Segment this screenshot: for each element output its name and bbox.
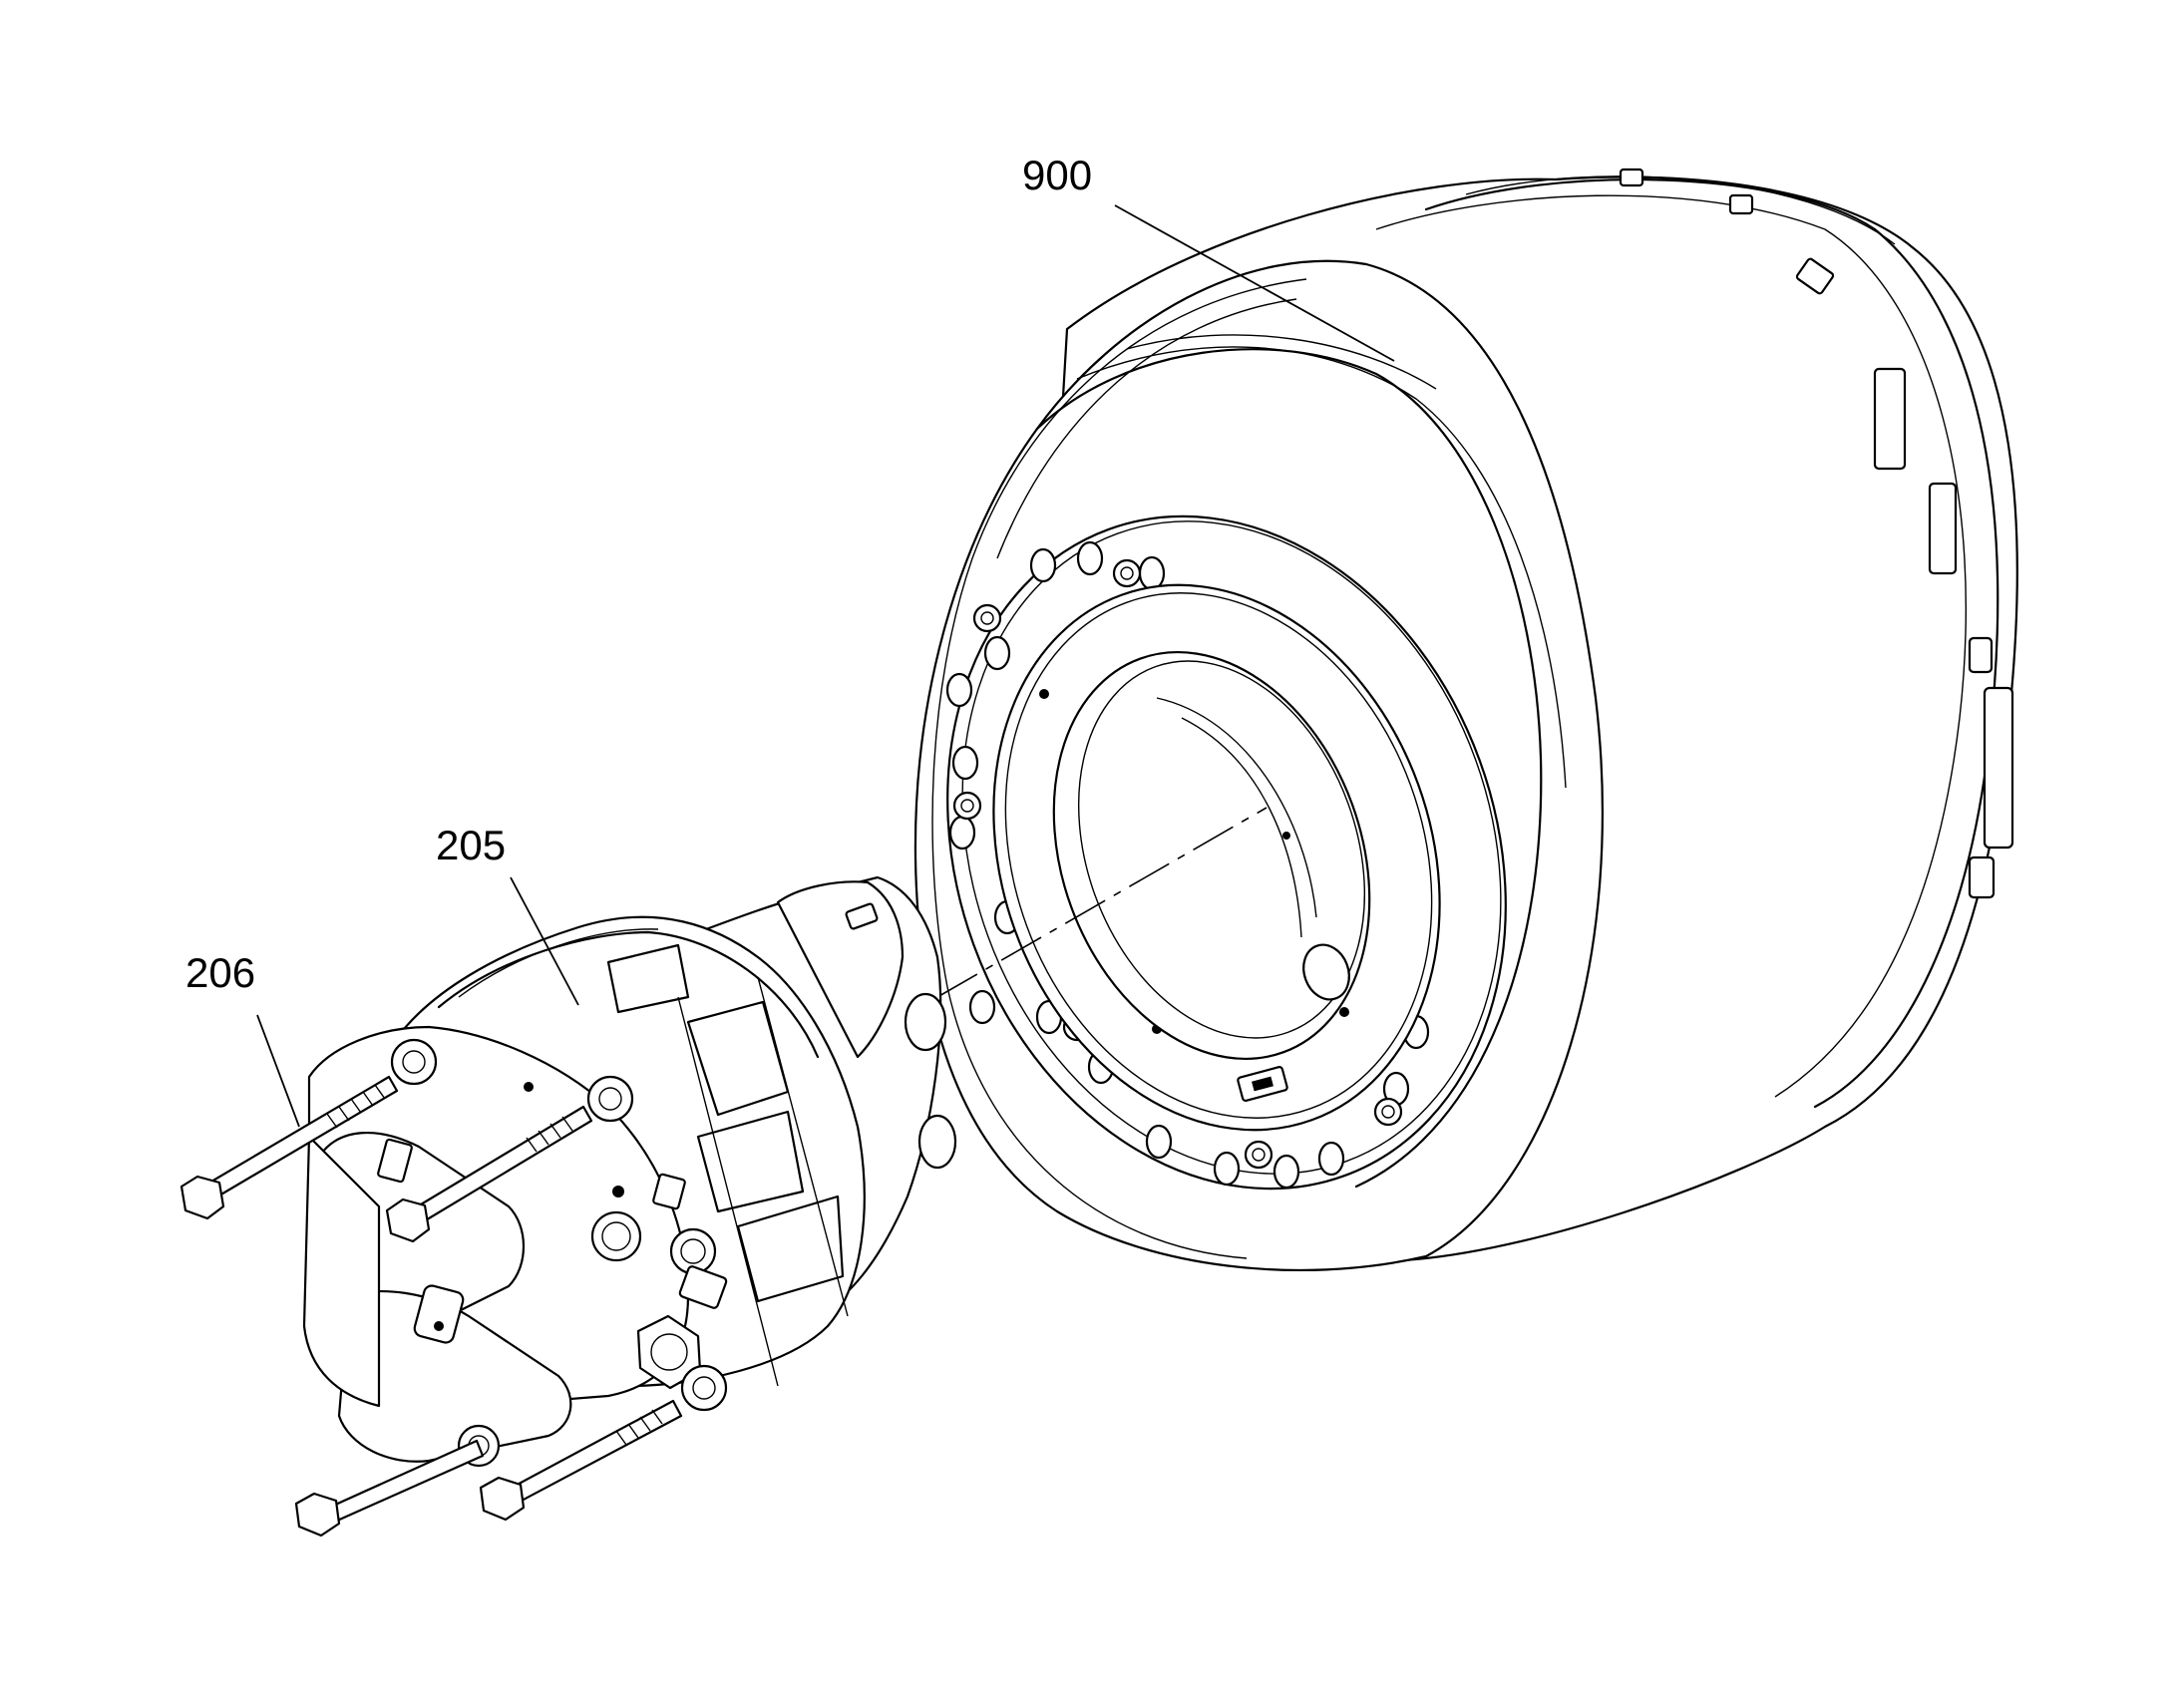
bolt-hole [1138,555,1166,591]
flange-ring-1 [931,278,1307,1259]
callout-label-205: 205 [436,822,506,868]
rear-port [845,902,879,930]
inner-ring-hole [1039,689,1049,699]
bore-port [1302,943,1350,1001]
housing-panel [606,943,690,1014]
rim-lug [1928,482,1958,575]
housing-rib-line [677,976,849,1387]
motor-left-face [302,1135,381,1408]
mount-ear-hole [692,1376,716,1400]
bolt-hole [1272,1154,1300,1190]
callout-205: 205 [436,822,579,1006]
leader-900 [1114,204,1395,362]
nut [972,603,1002,633]
bolt-hole [1317,1141,1345,1177]
drum-bolt-face-inner [961,520,1502,1175]
hex-plug-face [650,1333,688,1371]
leader-206 [256,1014,300,1128]
housing-rim-2 [458,928,659,998]
drum-rim-lugs [1619,168,2014,899]
drum-rear-rim-2 [1465,175,1896,245]
slot-marker-inner [1252,1076,1273,1092]
callout-label-900: 900 [1022,152,1092,198]
drum-rear-rim [1424,177,1999,1109]
bolt-hole [945,672,973,708]
motor-assembly-205 [302,875,957,1468]
callout-900: 900 [1022,152,1395,362]
bolt-icon [479,1399,683,1522]
mount-ear [390,1038,438,1086]
nut [952,791,982,821]
inner-ring-hole [1339,1007,1349,1017]
drum-body-band [1375,194,1968,1098]
bolt-icon [294,1439,485,1537]
rear-boss-2 [917,1114,957,1170]
mount-ear-hole [402,1050,426,1074]
cover-dot [524,1082,534,1092]
bolt-icon [385,1105,593,1243]
mount-ear [680,1364,728,1412]
bolt-hole [948,815,976,851]
cover-port-inner [680,1238,706,1264]
drum-inner-ring-2 [1004,592,1433,1119]
bolt-hole [1029,547,1057,583]
bolt-icon [180,1075,399,1220]
cover-boss-2 [337,1290,572,1463]
cover-fitting [678,1265,728,1309]
assembly-centerline [936,807,1268,998]
rim-lug [1968,855,1996,899]
rear-boss [904,992,947,1052]
callouts: 900 205 206 [185,152,1395,1128]
cover-dot [612,1186,624,1197]
rim-lug [1968,636,1994,674]
mount-ear-hole [598,1087,622,1111]
bolt-hole [1213,1151,1241,1187]
bolt-hole [968,989,996,1025]
leader-205 [510,876,579,1006]
hex-head-icon [180,1175,225,1220]
housing-panel [736,1195,845,1303]
flange-ring-5 [1126,334,1437,390]
flange-ring-2 [996,298,1297,559]
nut [1373,1097,1403,1127]
motor-rear-cap [776,880,905,1059]
nut [1112,558,1142,588]
rim-lug [1873,367,1907,471]
check-valve-tab [413,1284,465,1344]
rim-lug [1983,686,2014,850]
housing-rim [437,930,820,1059]
check-valve-dot [434,1321,444,1331]
rim-lug [1728,193,1754,215]
bore-depth-lines [1156,697,1317,938]
hex-head-icon [479,1476,526,1522]
housing-panel [696,1110,805,1213]
cover-port-inner [601,1221,631,1251]
drum-bore-inner [1077,660,1366,1039]
rim-lug [1795,257,1835,295]
callout-label-206: 206 [185,949,255,996]
hex-head-icon [385,1197,431,1243]
drum-bore [1052,651,1371,1060]
bolt-hole [983,635,1011,671]
bolt-hole [1076,540,1104,576]
bolt-set-206 [180,1075,683,1537]
cover-port [590,1210,642,1262]
hex-head-icon [294,1492,341,1537]
bolt-hole [1145,1124,1173,1160]
flange-ring-3 [1035,348,1543,1189]
bolt-hole [951,745,979,781]
mount-ear [586,1075,634,1123]
callout-206: 206 [185,949,300,1128]
nut [1244,1140,1273,1170]
drum-assembly-900 [913,168,2018,1272]
bore-dot [1282,832,1290,840]
rim-lug [1619,168,1644,187]
cover-marking [652,1173,686,1210]
cover-marking [377,1138,413,1184]
flange-ring-4 [1076,346,1567,789]
